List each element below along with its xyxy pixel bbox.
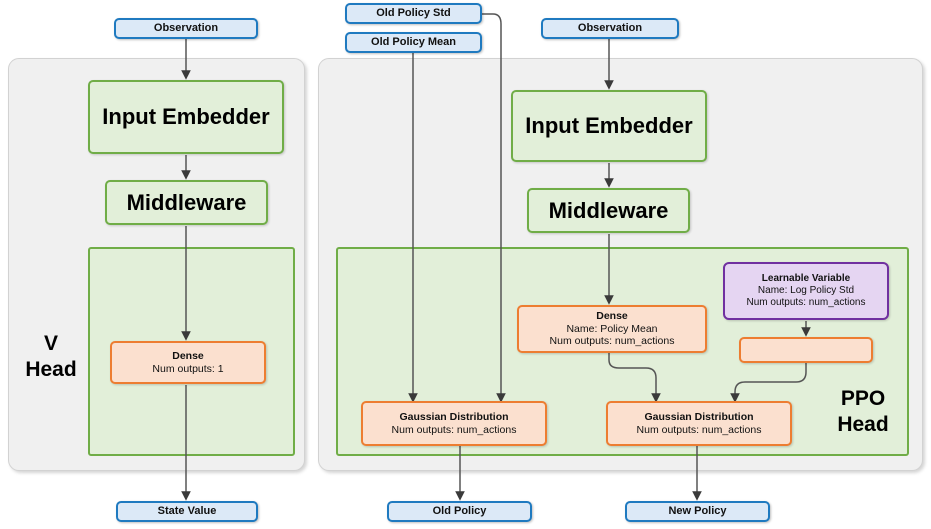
v-head-caption-line2: Head — [25, 357, 77, 381]
output-state-value[interactable]: State Value — [116, 501, 258, 522]
gaussian-old-title: Gaussian Distribution — [399, 411, 509, 424]
ppo-dense-name: Name: Policy Mean — [566, 322, 658, 335]
ppo-head-input-embedder[interactable]: Input Embedder — [511, 90, 707, 162]
ppo-head-caption-line1: PPO — [840, 387, 886, 410]
ppo-head-caption: PPO Head — [818, 386, 908, 437]
gaussian-new-outputs: Num outputs: num_actions — [636, 423, 762, 436]
ppo-head-middleware[interactable]: Middleware — [527, 188, 690, 233]
output-old-policy[interactable]: Old Policy — [387, 501, 532, 522]
input-old-policy-mean[interactable]: Old Policy Mean — [345, 32, 482, 53]
input-old-policy-std[interactable]: Old Policy Std — [345, 3, 482, 24]
ppo-head-caption-line2: Head — [837, 412, 889, 436]
gaussian-distribution-old[interactable]: Gaussian Distribution Num outputs: num_a… — [361, 401, 547, 446]
learnable-variable-title: Learnable Variable — [761, 273, 851, 285]
v-head-dense[interactable]: Dense Num outputs: 1 — [110, 341, 266, 384]
output-new-policy[interactable]: New Policy — [625, 501, 770, 522]
gaussian-new-title: Gaussian Distribution — [644, 411, 754, 424]
ppo-dense-title: Dense — [596, 310, 628, 323]
v-head-input-embedder[interactable]: Input Embedder — [88, 80, 284, 154]
ppo-head-learnable-variable[interactable]: Learnable Variable Name: Log Policy Std … — [723, 262, 889, 320]
ppo-dense-outputs: Num outputs: num_actions — [549, 335, 675, 348]
learnable-variable-outputs: Num outputs: num_actions — [746, 296, 866, 308]
input-observation-right[interactable]: Observation — [541, 18, 679, 39]
v-head-caption-line1: V — [43, 332, 58, 355]
v-head-dense-title: Dense — [172, 350, 204, 363]
input-observation-left[interactable]: Observation — [114, 18, 258, 39]
v-head-caption: V Head — [14, 331, 88, 382]
ppo-head-dense-policy-mean[interactable]: Dense Name: Policy Mean Num outputs: num… — [517, 305, 707, 353]
v-head-middleware[interactable]: Middleware — [105, 180, 268, 225]
v-head-dense-outputs: Num outputs: 1 — [152, 362, 224, 375]
gaussian-distribution-new[interactable]: Gaussian Distribution Num outputs: num_a… — [606, 401, 792, 446]
gaussian-old-outputs: Num outputs: num_actions — [391, 423, 517, 436]
ppo-head-exponetiate[interactable] — [739, 337, 873, 363]
learnable-variable-name: Name: Log Policy Std — [757, 285, 855, 297]
